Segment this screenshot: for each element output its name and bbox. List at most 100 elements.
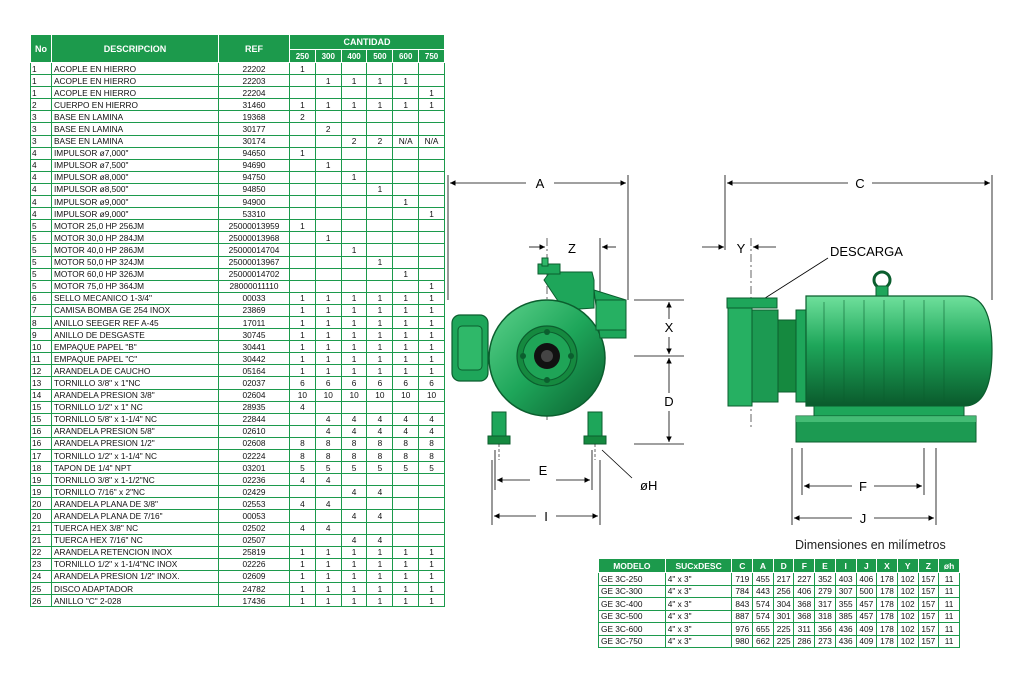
part-description: TORNILLO 3/8" x 1-1/2"NC xyxy=(51,473,219,487)
part-quantity xyxy=(289,243,316,257)
dimension-value: 157 xyxy=(917,572,940,586)
part-quantity xyxy=(392,533,420,547)
part-ref: 25000013968 xyxy=(218,231,290,245)
part-quantity xyxy=(340,195,368,209)
part-quantity xyxy=(392,231,420,245)
part-quantity xyxy=(340,473,368,487)
part-quantity xyxy=(289,231,316,245)
part-quantity: 1 xyxy=(366,364,394,378)
part-ref: 22203 xyxy=(218,74,290,88)
dimension-value: 178 xyxy=(876,597,898,611)
part-ref: 02037 xyxy=(218,376,290,390)
part-no: 17 xyxy=(30,448,52,463)
part-quantity xyxy=(314,485,342,499)
part-description: ARANDELA PLANA DE 7/16" xyxy=(51,509,219,523)
part-quantity: 4 xyxy=(289,473,316,487)
part-description: TAPON DE 1/4" NPT xyxy=(51,461,219,475)
dimension-header: E xyxy=(814,558,836,573)
part-quantity: 6 xyxy=(289,376,316,390)
part-quantity: 1 xyxy=(418,557,445,571)
dim-label-z: Z xyxy=(568,241,576,256)
part-quantity xyxy=(418,267,445,281)
dimension-value: 11 xyxy=(938,622,960,636)
part-description: ARANDELA DE CAUCHO xyxy=(51,364,219,378)
dim-label-y: Y xyxy=(737,241,746,256)
dim-label-j: J xyxy=(860,511,867,526)
part-quantity xyxy=(340,267,368,281)
part-ref: 02224 xyxy=(218,448,290,463)
part-description: ACOPLE EN HIERRO xyxy=(51,74,219,88)
dimension-header: SUCxDESC xyxy=(664,558,733,573)
part-quantity: 4 xyxy=(314,424,342,438)
part-description: ANILLO "C" 2-028 xyxy=(51,594,219,608)
dimension-value: 406 xyxy=(855,572,878,586)
part-quantity: 1 xyxy=(340,364,368,378)
part-no: 16 xyxy=(30,436,52,451)
dimension-value: 157 xyxy=(917,609,940,623)
part-quantity xyxy=(340,219,368,233)
size-header: 500 xyxy=(366,49,394,63)
part-quantity: 1 xyxy=(314,594,342,608)
part-quantity xyxy=(289,122,316,136)
part-quantity: 10 xyxy=(366,388,394,402)
part-quantity xyxy=(314,509,342,523)
part-quantity: 1 xyxy=(340,315,368,330)
dimension-header: øh xyxy=(938,558,960,573)
part-description: TORNILLO 1/2" x 1" NC xyxy=(51,400,219,414)
part-description: ACOPLE EN HIERRO xyxy=(51,61,219,76)
part-quantity xyxy=(314,533,342,547)
part-quantity: 1 xyxy=(340,243,368,257)
dimension-value: 574 xyxy=(752,609,774,623)
part-ref: 25000013959 xyxy=(218,219,290,233)
dimension-value: 273 xyxy=(814,634,836,648)
pump-front-view: A Z X xyxy=(447,175,684,525)
pump-side-view: C Y DESCARGA xyxy=(702,175,993,526)
part-ref: 28000011110 xyxy=(218,279,290,293)
part-quantity: 1 xyxy=(366,255,394,269)
part-description: TORNILLO 7/16" x 2"NC xyxy=(51,485,219,499)
part-description: BASE EN LAMINA xyxy=(51,122,219,136)
part-quantity: 4 xyxy=(289,521,316,535)
part-quantity xyxy=(340,122,368,136)
pump-dimension-drawing: A Z X xyxy=(447,175,993,526)
part-quantity xyxy=(314,255,342,269)
part-quantity xyxy=(366,521,394,535)
part-ref: 00033 xyxy=(218,291,290,305)
dimension-header: D xyxy=(772,558,795,573)
part-ref: 94900 xyxy=(218,195,290,209)
part-quantity: 1 xyxy=(314,352,342,366)
header-cantidad: CANTIDAD xyxy=(289,34,445,50)
dimension-header: F xyxy=(793,558,816,573)
part-no: 16 xyxy=(30,424,52,438)
part-description: CUERPO EN HIERRO xyxy=(51,98,219,112)
part-quantity: 4 xyxy=(418,424,445,438)
dimension-value: 500 xyxy=(855,584,878,598)
part-quantity xyxy=(418,170,445,184)
part-no: 9 xyxy=(30,328,52,342)
dimension-value: 317 xyxy=(814,597,836,611)
part-quantity xyxy=(340,158,368,172)
dimension-value: 436 xyxy=(834,622,857,636)
part-description: MOTOR 30,0 HP 284JM xyxy=(51,231,219,245)
part-no: 15 xyxy=(30,412,52,426)
part-quantity: 1 xyxy=(289,98,316,112)
part-quantity xyxy=(340,61,368,76)
dimension-value: 887 xyxy=(731,609,754,623)
part-no: 21 xyxy=(30,521,52,535)
part-no: 5 xyxy=(30,231,52,245)
part-quantity: 1 xyxy=(392,195,420,209)
part-quantity xyxy=(366,86,394,100)
part-ref: 24782 xyxy=(218,582,290,596)
suction-discharge-cell: 4" x 3" xyxy=(664,572,733,586)
